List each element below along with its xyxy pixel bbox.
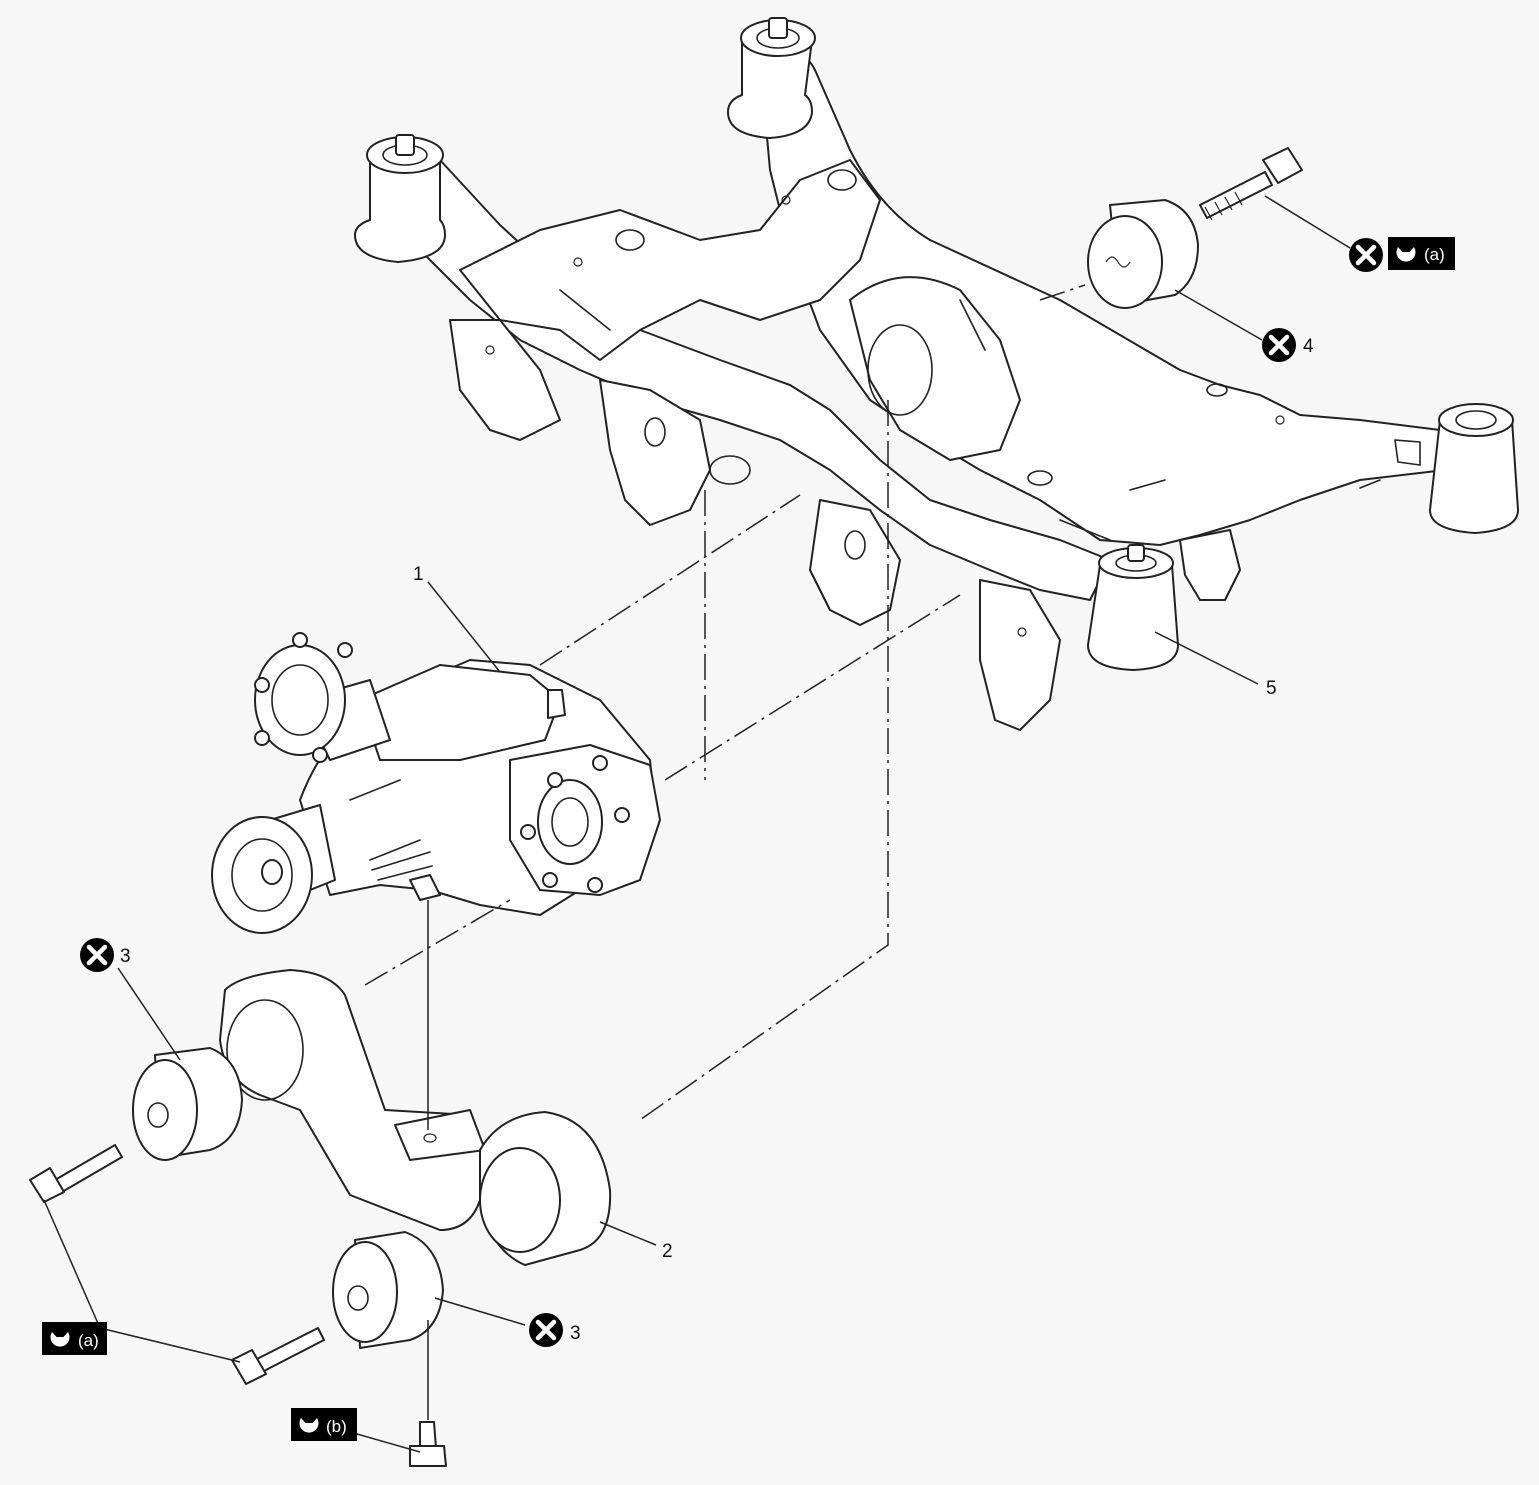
- callout-2: 2: [662, 1241, 673, 1262]
- callout-3-top: 3: [120, 946, 131, 967]
- no-reuse-x-icon: [529, 1313, 563, 1347]
- upper-mounting-bolt: [1199, 147, 1303, 221]
- bushing-part-5: [1087, 544, 1179, 671]
- torque-spec-label: (a): [1424, 245, 1445, 264]
- bushing-part-4: [1087, 199, 1199, 309]
- no-reuse-x-icon: [1349, 238, 1383, 272]
- torque-tag-upper: (a): [1388, 237, 1455, 270]
- differential-assembly: [211, 632, 661, 934]
- callout-1: 1: [413, 564, 424, 585]
- callout-3-bottom: 3: [570, 1323, 581, 1344]
- torque-spec-label: (b): [326, 1417, 347, 1436]
- callout-4: 4: [1303, 336, 1314, 357]
- bottom-bolt: [409, 1421, 447, 1467]
- no-reuse-x-icon: [1262, 328, 1296, 362]
- no-reuse-x-icon: [80, 938, 114, 972]
- bushing-part-3-lower: [332, 1231, 444, 1349]
- frame-bushing-rear-left: [727, 17, 816, 139]
- torque-tag-bottom: (b): [291, 1408, 357, 1441]
- torque-spec-label: (a): [78, 1331, 99, 1350]
- frame-bushing-rear-right: [1429, 403, 1519, 534]
- left-upper-bolt: [29, 1144, 123, 1203]
- callout-5: 5: [1266, 678, 1277, 699]
- left-lower-bolt: [231, 1327, 325, 1385]
- torque-tag-left: (a): [42, 1322, 107, 1355]
- leader-lines: [43, 195, 1351, 1453]
- alignment-lines: [364, 284, 1086, 1130]
- differential-mount-member: [219, 969, 612, 1266]
- suspension-frame: [369, 51, 1446, 731]
- frame-bushing-front-left: [354, 134, 446, 263]
- bushing-part-3-upper: [132, 1047, 243, 1161]
